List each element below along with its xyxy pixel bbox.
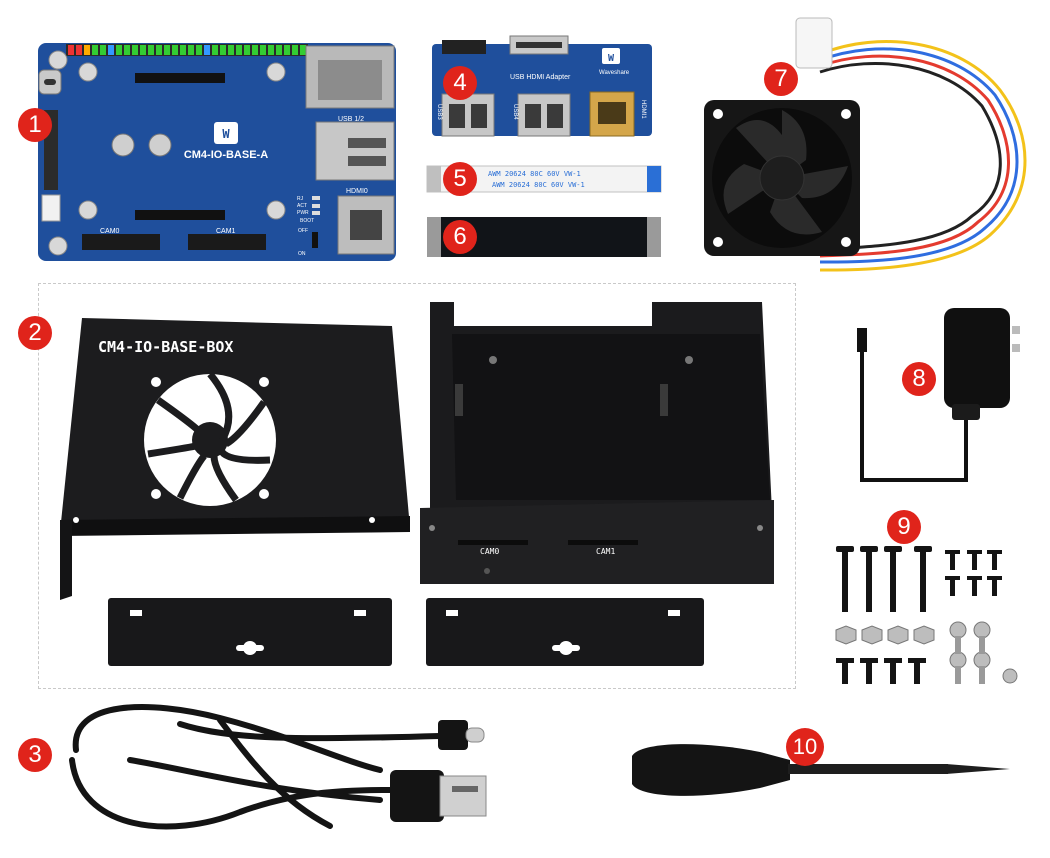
badge-9: 9: [887, 510, 921, 544]
case-cam0-label: CAM0: [480, 547, 499, 556]
case-body: CAM0 CAM1: [420, 302, 774, 584]
badge-10: 10: [786, 728, 824, 766]
case-kit-frame: [38, 283, 796, 689]
lid-fan-grille: [147, 371, 271, 503]
adapter-usb4-label: USB4: [512, 104, 518, 120]
board-led-rj: RJ: [297, 196, 304, 202]
badge-2: 2: [18, 316, 52, 350]
usb-a-plug: [390, 770, 487, 822]
board-on-label: ON: [298, 251, 306, 257]
screw-set: [835, 546, 1018, 684]
badge-8: 8: [902, 362, 936, 396]
badge-6: 6: [443, 220, 477, 254]
gpio-pins: [68, 45, 306, 55]
board-boot-label: BOOT: [300, 218, 314, 224]
cable-print-1: AWM 20624 80C 60V VW-1: [488, 170, 581, 178]
board-model-label: CM4-IO-BASE-A: [184, 149, 268, 161]
board-cam0-label: CAM0: [100, 228, 120, 235]
case-cam1-label: CAM1: [596, 547, 615, 556]
badge-1: 1: [18, 108, 52, 142]
usb-cable: [69, 704, 443, 830]
adapter-usb3-label: USB3: [436, 104, 442, 120]
cable-print-2: AWM 20624 80C 60V VW-1: [492, 181, 585, 189]
badge-7: 7: [764, 62, 798, 96]
board-cam1-label: CAM1: [216, 228, 236, 235]
svg-text:W: W: [608, 53, 615, 64]
svg-text:W: W: [222, 127, 230, 141]
board-usb-label: USB 1/2: [338, 116, 364, 123]
board-led-pwr: PWR: [297, 210, 309, 216]
screwdriver: [632, 744, 1010, 796]
case-lid: CM4-IO-BASE-BOX: [60, 318, 410, 600]
adapter-hdmi1-label: HDMI1: [640, 100, 646, 119]
case-lid-label: CM4-IO-BASE-BOX: [98, 338, 233, 356]
mounting-brackets: [108, 598, 704, 666]
badge-4: 4: [443, 66, 477, 100]
adapter-title: USB HDMI Adapter: [510, 74, 571, 81]
usb-c-plug: [438, 720, 485, 750]
board-off-label: OFF: [298, 228, 308, 234]
badge-5: 5: [443, 162, 477, 196]
usb-hdmi-adapter: USB HDMI Adapter W Waveshare USB3 USB4 H…: [432, 35, 652, 137]
badge-3: 3: [18, 738, 52, 772]
board-hdmi-label: HDMI0: [346, 188, 368, 195]
power-adapter: [857, 308, 1020, 482]
cm4-io-base-board: W CM4-IO-BASE-A USB 1/2 HDMI0 CAM0 CAM1 …: [38, 43, 396, 261]
adapter-brand: Waveshare: [599, 70, 630, 76]
board-led-act: ACT: [297, 203, 307, 209]
cooling-fan: [704, 17, 1027, 272]
